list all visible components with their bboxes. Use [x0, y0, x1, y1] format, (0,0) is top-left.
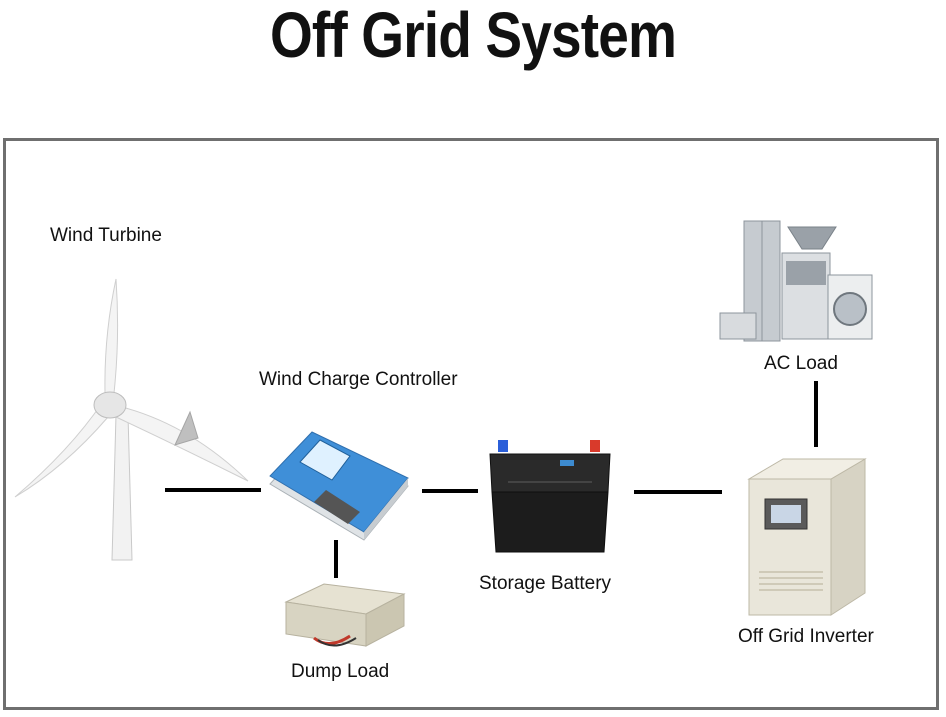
connector-turbine-controller [165, 488, 261, 492]
charge-controller-icon [269, 431, 409, 541]
connector-controller-battery [422, 489, 478, 493]
connector-controller-dumpload [334, 540, 338, 578]
dump-load-icon [284, 583, 406, 647]
diagram-frame [3, 138, 939, 710]
label-storage-battery: Storage Battery [479, 573, 612, 594]
connector-inverter-acload [814, 381, 818, 447]
label-wind-charge-controller: Wind Charge Controller [259, 369, 458, 390]
wind-turbine-icon [14, 278, 249, 561]
label-dump-load: Dump Load [291, 661, 390, 682]
page-title: Off Grid System [269, 0, 677, 71]
label-ac-load: AC Load [764, 353, 838, 374]
ac-load-icon [719, 220, 873, 342]
inverter-icon [747, 458, 867, 616]
label-wind-turbine: Wind Turbine [50, 225, 162, 246]
storage-battery-icon [489, 440, 611, 553]
label-off-grid-inverter: Off Grid Inverter [738, 626, 874, 647]
connector-battery-inverter [634, 490, 722, 494]
